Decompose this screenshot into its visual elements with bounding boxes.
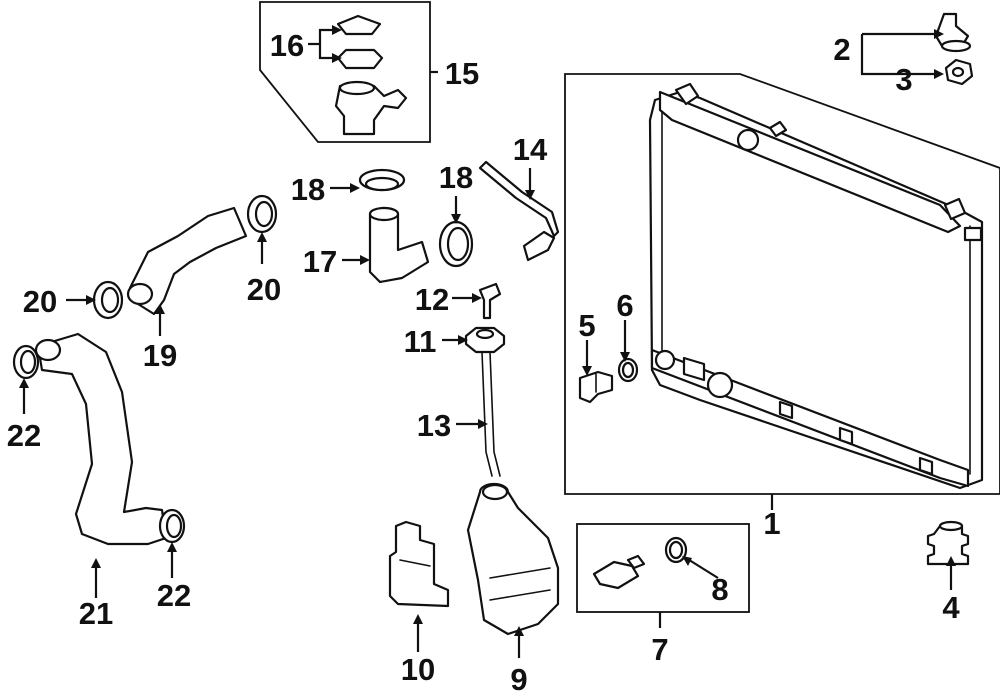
- callout-20-left: 20: [23, 284, 57, 319]
- hose-clamp-20a-part: [92, 280, 124, 320]
- hose-fitting-part: [478, 282, 502, 320]
- callout-5: 5: [578, 308, 595, 343]
- cap-top-part: [336, 14, 382, 36]
- callout-9: 9: [510, 662, 527, 692]
- group-box-radiator-cap: [259, 1, 431, 143]
- callout-3: 3: [895, 62, 912, 97]
- callout-13: 13: [417, 408, 451, 443]
- callout-19: 19: [143, 338, 177, 373]
- callout-17: 17: [303, 244, 337, 279]
- callout-6: 6: [616, 288, 633, 323]
- callout-22-left: 22: [7, 418, 41, 453]
- callout-numbers: 1 2 3 4 5 6 7 8 9 10 11 12 13 14 15 16 1…: [7, 28, 961, 697]
- callout-11: 11: [404, 324, 437, 359]
- callout-14: 14: [513, 132, 548, 167]
- callout-18-right: 18: [439, 160, 473, 195]
- drain-plug-part: [578, 370, 614, 404]
- reservoir-tank-part: [466, 482, 560, 636]
- sensor-gasket-part: [664, 536, 688, 564]
- hose-clamp-18b-part: [438, 220, 474, 268]
- water-pipe-part: [368, 206, 430, 284]
- group-box-radiator: [564, 73, 1000, 495]
- nut-part: [944, 58, 974, 86]
- hose-clamp-22b-part: [158, 508, 186, 544]
- upper-hose-part: [126, 206, 248, 316]
- temperature-sensor-part: [592, 554, 646, 590]
- reservoir-bracket-part: [388, 520, 450, 608]
- callout-8: 8: [711, 572, 728, 607]
- callout-10: 10: [401, 652, 435, 687]
- callout-12: 12: [415, 282, 449, 317]
- hose-clamp-22a-part: [12, 344, 40, 380]
- overflow-hose-part: [481, 351, 501, 477]
- reservoir-cap-part: [464, 326, 506, 354]
- callout-7: 7: [651, 632, 668, 667]
- group-box-sensor: [576, 523, 750, 613]
- callout-21: 21: [79, 596, 113, 631]
- mount-cushion-part: [926, 520, 970, 566]
- arrowheads: [19, 25, 956, 636]
- hose-clamp-20b-part: [246, 194, 278, 234]
- cap-seal-part: [336, 48, 384, 70]
- radiator-part: [648, 82, 984, 490]
- hose-clamp-18a-part: [358, 168, 406, 192]
- lower-hose-part: [34, 332, 168, 546]
- callout-22-right: 22: [157, 578, 191, 613]
- filler-neck-part: [334, 80, 408, 136]
- siphon-hose-part: [478, 160, 560, 262]
- callout-4: 4: [942, 590, 960, 625]
- callout-16: 16: [270, 28, 304, 63]
- callout-18-left: 18: [291, 172, 325, 207]
- callout-2: 2: [833, 32, 850, 67]
- bracket-clip-part: [934, 12, 972, 53]
- callout-20-right: 20: [247, 272, 281, 307]
- callout-1: 1: [763, 506, 780, 541]
- callout-15: 15: [445, 56, 479, 91]
- o-ring-part: [617, 357, 639, 383]
